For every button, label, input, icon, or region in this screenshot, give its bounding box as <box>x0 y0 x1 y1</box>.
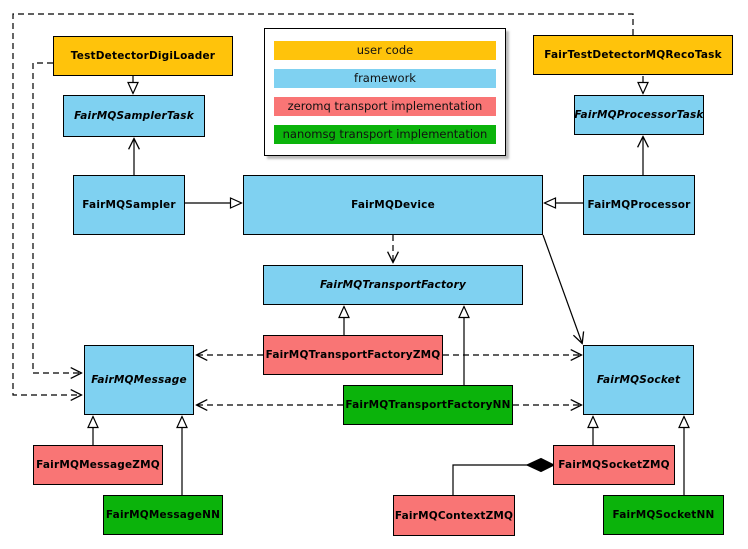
composition-connector <box>452 457 556 495</box>
legend: user code framework zeromq transport imp… <box>264 28 506 156</box>
node-fair-test-detector-mq-reco-task: FairTestDetectorMQRecoTask <box>533 35 733 75</box>
node-fairmq-message-zmq: FairMQMessageZMQ <box>33 445 163 485</box>
legend-item-nanomsg: nanomsg transport implementation <box>274 124 496 144</box>
node-fairmq-socket-nn: FairMQSocketNN <box>603 495 724 535</box>
legend-item-framework: framework <box>274 68 496 88</box>
node-test-detector-digi-loader: TestDetectorDigiLoader <box>53 36 233 76</box>
node-fairmq-sampler: FairMQSampler <box>73 175 185 235</box>
node-fairmq-context-zmq: FairMQContextZMQ <box>393 495 515 536</box>
node-fairmq-message: FairMQMessage <box>84 345 194 415</box>
association-arrows <box>134 137 643 343</box>
node-fairmq-transport-factory-zmq: FairMQTransportFactoryZMQ <box>263 335 443 375</box>
node-fairmq-processor: FairMQProcessor <box>583 175 695 235</box>
inheritance-arrows <box>93 76 684 495</box>
legend-label: user code <box>356 43 414 57</box>
node-fairmq-transport-factory-nn: FairMQTransportFactoryNN <box>343 385 513 425</box>
node-fairmq-socket: FairMQSocket <box>583 345 694 415</box>
node-fairmq-processor-task: FairMQProcessorTask <box>574 95 704 135</box>
legend-label: nanomsg transport implementation <box>282 127 488 141</box>
node-fairmq-sampler-task: FairMQSamplerTask <box>63 95 205 137</box>
node-fairmq-message-nn: FairMQMessageNN <box>103 495 223 535</box>
node-fairmq-transport-factory: FairMQTransportFactory <box>263 265 523 305</box>
node-fairmq-socket-zmq: FairMQSocketZMQ <box>553 445 675 485</box>
legend-item-zeromq: zeromq transport implementation <box>274 96 496 116</box>
legend-item-user-code: user code <box>274 40 496 60</box>
dependency-arrows <box>12 13 634 405</box>
legend-label: framework <box>354 71 416 85</box>
legend-label: zeromq transport implementation <box>287 99 483 113</box>
node-fairmq-device: FairMQDevice <box>243 175 543 235</box>
